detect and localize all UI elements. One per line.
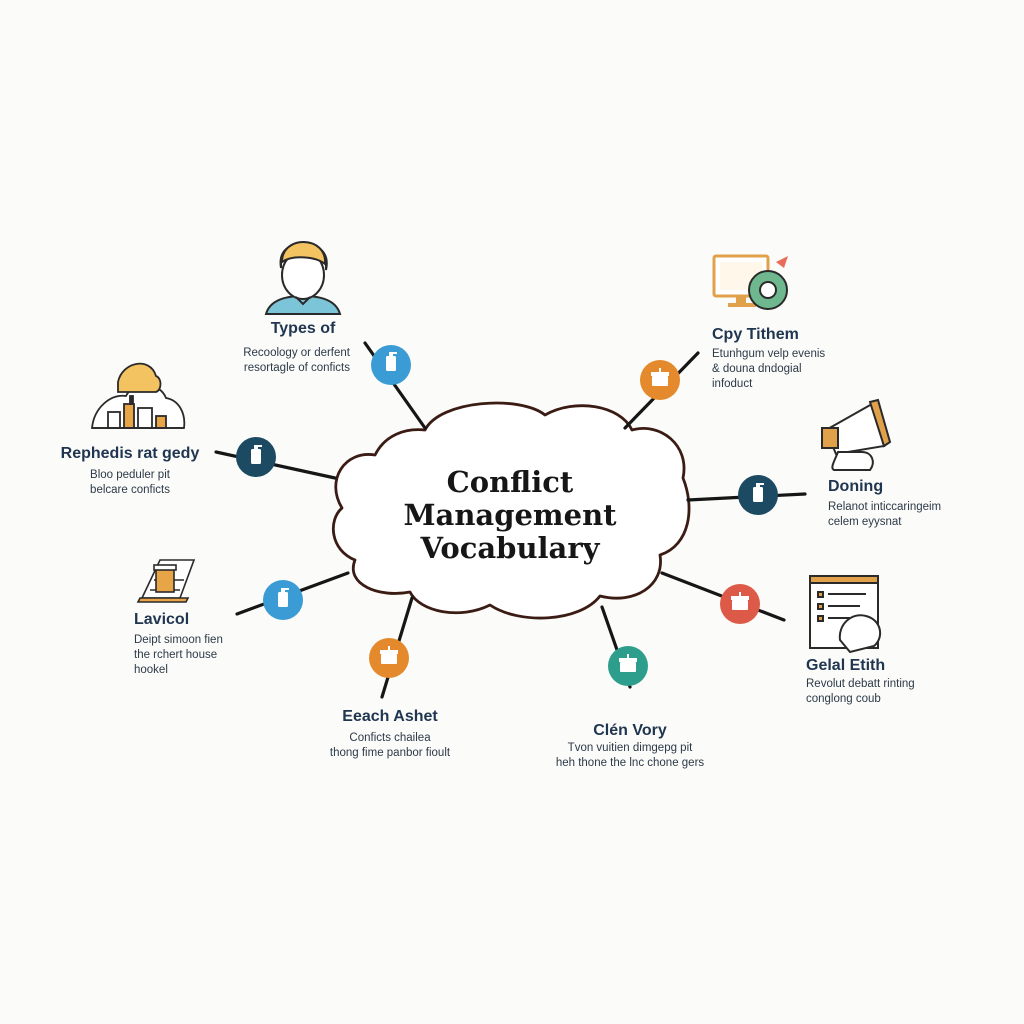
- bottle-icon: [753, 483, 764, 502]
- node-title: Types of: [270, 320, 336, 337]
- node-types[interactable]: Types of: [228, 320, 378, 338]
- node-eeach[interactable]: Eeach Ashet: [310, 708, 470, 726]
- node-desc-line: hookel: [134, 664, 168, 676]
- node-desc-line: Bloo peduler pit: [90, 469, 170, 481]
- node-clen[interactable]: Clén Vory: [550, 722, 710, 740]
- center-cloud: [332, 401, 691, 620]
- node-marker-gelal[interactable]: [720, 584, 760, 624]
- gift-icon: [651, 368, 669, 386]
- node-title: Cpy Tithem: [712, 326, 799, 343]
- node-lavicol[interactable]: Lavicol: [134, 611, 254, 629]
- node-desc-line: Relanot inticcaringeim: [828, 501, 942, 513]
- node-rephedis-description: Bloo peduler pit belcare conficts: [60, 468, 200, 498]
- center-title-line: Vocabulary: [420, 531, 600, 565]
- center-title-line: Management: [403, 498, 617, 532]
- document-hand-icon: [809, 575, 882, 654]
- node-cpy[interactable]: Cpy Tithem: [712, 326, 872, 344]
- node-title: Rephedis rat gedy: [60, 445, 200, 462]
- node-desc-line: Conficts chailea: [349, 732, 431, 744]
- node-desc-line: Recoology or derfent: [243, 347, 350, 359]
- node-title: Gelal Etith: [806, 657, 886, 674]
- node-desc-line: the rchert house: [134, 649, 218, 661]
- notebook-cup-icon: [136, 559, 196, 603]
- node-title: Clén Vory: [593, 722, 667, 739]
- node-marker-clen[interactable]: [608, 646, 648, 686]
- bottle-icon: [251, 445, 262, 464]
- megaphone-icon: [821, 398, 892, 471]
- node-marker-doning[interactable]: [738, 475, 778, 515]
- node-desc-line: thong fime panbor fioult: [329, 747, 451, 759]
- node-marker-eeach[interactable]: [369, 638, 409, 678]
- node-desc-line: Etunhgum velp evenis: [712, 348, 826, 360]
- town-cloud-icon: [91, 362, 186, 429]
- node-clen-description: Tvon vuitien dimgepg pit heh thone the l…: [530, 741, 730, 771]
- node-desc-line: infoduct: [712, 378, 753, 390]
- node-title: Eeach Ashet: [342, 708, 438, 725]
- node-lavicol-description: Deipt simoon fien the rchert house hooke…: [134, 633, 254, 678]
- connector-rephedis: [214, 450, 337, 480]
- node-marker-cpy[interactable]: [640, 360, 680, 400]
- monitor-gear-icon: [712, 254, 788, 310]
- node-doning[interactable]: Doning: [828, 478, 968, 496]
- node-desc-line: heh thone the lnc chone gers: [555, 757, 705, 769]
- node-title: Doning: [828, 478, 884, 495]
- gift-icon: [380, 646, 398, 664]
- node-marker-rephedis[interactable]: [236, 437, 276, 477]
- node-marker-lavicol[interactable]: [263, 580, 303, 620]
- gift-icon: [619, 654, 637, 672]
- node-desc-line: belcare conficts: [90, 484, 170, 496]
- node-gelal[interactable]: Gelal Etith: [806, 657, 966, 675]
- node-title: Lavicol: [134, 611, 190, 628]
- node-cpy-description: Etunhgum velp evenis & douna dndogial in…: [712, 347, 882, 392]
- node-desc-line: conglong coub: [806, 693, 881, 705]
- center-title: Conflict Management Vocabulary: [380, 466, 640, 565]
- node-marker-types[interactable]: [371, 345, 411, 385]
- node-desc-line: Tvon vuitien dimgepg pit: [567, 742, 693, 754]
- bottle-icon: [278, 588, 289, 607]
- bottle-icon: [386, 352, 397, 371]
- node-gelal-description: Revolut debatt rinting conglong coub: [806, 677, 976, 707]
- node-rephedis[interactable]: Rephedis rat gedy: [40, 445, 220, 463]
- node-eeach-description: Conficts chailea thong fime panbor fioul…: [300, 731, 480, 761]
- center-title-line: Conflict: [446, 465, 574, 499]
- person-avatar-icon: [264, 240, 342, 315]
- node-desc-line: celem eyysnat: [828, 516, 902, 528]
- node-types-description: Recoology or derfent resortagle of confi…: [220, 346, 350, 376]
- node-doning-description: Relanot inticcaringeim celem eyysnat: [828, 500, 998, 530]
- node-desc-line: Deipt simoon fien: [134, 634, 223, 646]
- gift-icon: [731, 592, 749, 610]
- node-desc-line: & douna dndogial: [712, 363, 802, 375]
- node-desc-line: Revolut debatt rinting: [806, 678, 915, 690]
- node-desc-line: resortagle of conficts: [243, 362, 350, 374]
